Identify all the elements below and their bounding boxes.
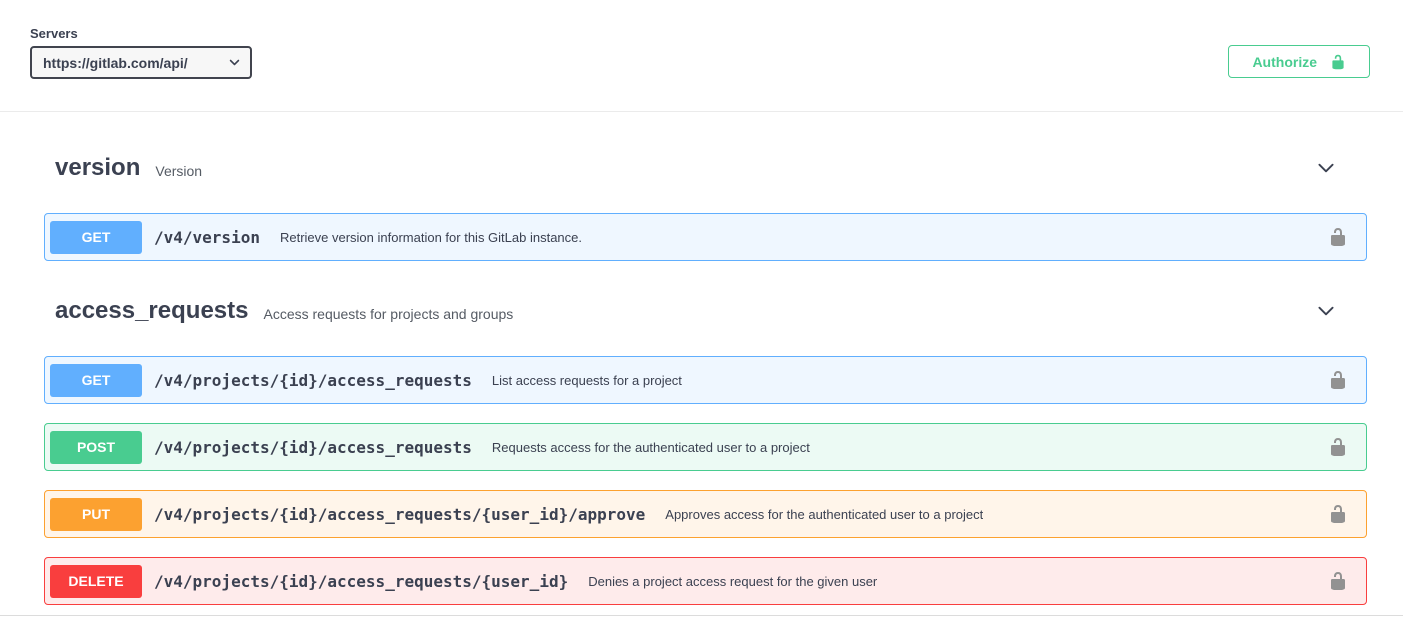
operation-row[interactable]: POST /v4/projects/{id}/access_requests R…: [44, 423, 1367, 471]
chevron-down-icon[interactable]: [1315, 300, 1337, 322]
operation-path: /v4/projects/{id}/access_requests/{user_…: [154, 504, 646, 524]
unlocked-padlock-icon: [1331, 438, 1345, 456]
auth-lock-button[interactable]: [1328, 370, 1348, 390]
operation-list: GET /v4/version Retrieve version informa…: [44, 213, 1367, 261]
api-tag-section: access_requests Access requests for proj…: [44, 280, 1367, 605]
section-description: Access requests for projects and groups: [263, 305, 514, 322]
authorize-button[interactable]: Authorize: [1228, 45, 1370, 78]
operation-summary: Requests access for the authenticated us…: [491, 439, 810, 455]
method-badge: DELETE: [50, 564, 142, 598]
unlocked-padlock-icon: [1331, 572, 1345, 590]
auth-lock-button[interactable]: [1328, 437, 1348, 457]
section-header[interactable]: version Version: [44, 137, 1367, 199]
method-badge: GET: [50, 363, 142, 397]
auth-lock-button[interactable]: [1328, 571, 1348, 591]
section-title: access_requests: [55, 297, 249, 324]
unlocked-padlock-icon: [1331, 505, 1345, 523]
server-url-select[interactable]: https://gitlab.com/api/: [30, 46, 252, 79]
operation-row[interactable]: GET /v4/version Retrieve version informa…: [44, 213, 1367, 261]
operation-row[interactable]: GET /v4/projects/{id}/access_requests Li…: [44, 356, 1367, 404]
bottom-divider: [0, 615, 1403, 616]
operation-path: /v4/projects/{id}/access_requests/{user_…: [154, 571, 569, 591]
operation-summary: Retrieve version information for this Gi…: [279, 229, 582, 245]
operation-list: GET /v4/projects/{id}/access_requests Li…: [44, 356, 1367, 605]
unlocked-padlock-icon: [1331, 228, 1345, 246]
servers-block: Servers https://gitlab.com/api/: [30, 0, 252, 79]
servers-label: Servers: [30, 26, 78, 41]
auth-lock-button[interactable]: [1328, 504, 1348, 524]
api-tag-section: version Version GET /v4/version Retrieve…: [44, 137, 1367, 261]
auth-lock-button[interactable]: [1328, 227, 1348, 247]
operation-path: /v4/projects/{id}/access_requests: [154, 370, 472, 390]
method-badge: POST: [50, 430, 142, 464]
chevron-down-icon[interactable]: [1315, 157, 1337, 179]
section-header[interactable]: access_requests Access requests for proj…: [44, 280, 1367, 342]
unlocked-padlock-icon: [1331, 371, 1345, 389]
operation-summary: Denies a project access request for the …: [588, 573, 878, 589]
topbar: Servers https://gitlab.com/api/ Authoriz…: [0, 0, 1403, 112]
section-description: Version: [155, 162, 203, 179]
method-badge: PUT: [50, 497, 142, 531]
operation-row[interactable]: DELETE /v4/projects/{id}/access_requests…: [44, 557, 1367, 605]
operation-path: /v4/projects/{id}/access_requests: [154, 437, 472, 457]
authorize-block: Authorize: [1228, 0, 1370, 78]
operation-row[interactable]: PUT /v4/projects/{id}/access_requests/{u…: [44, 490, 1367, 538]
operation-summary: Approves access for the authenticated us…: [665, 506, 984, 522]
authorize-button-label: Authorize: [1252, 53, 1317, 70]
unlocked-padlock-icon: [1332, 54, 1344, 69]
method-badge: GET: [50, 220, 142, 254]
server-select-wrap: https://gitlab.com/api/: [30, 46, 252, 79]
operation-path: /v4/version: [154, 227, 260, 247]
operation-summary: List access requests for a project: [491, 372, 682, 388]
api-sections: version Version GET /v4/version Retrieve…: [0, 112, 1403, 605]
section-title: version: [55, 154, 141, 181]
